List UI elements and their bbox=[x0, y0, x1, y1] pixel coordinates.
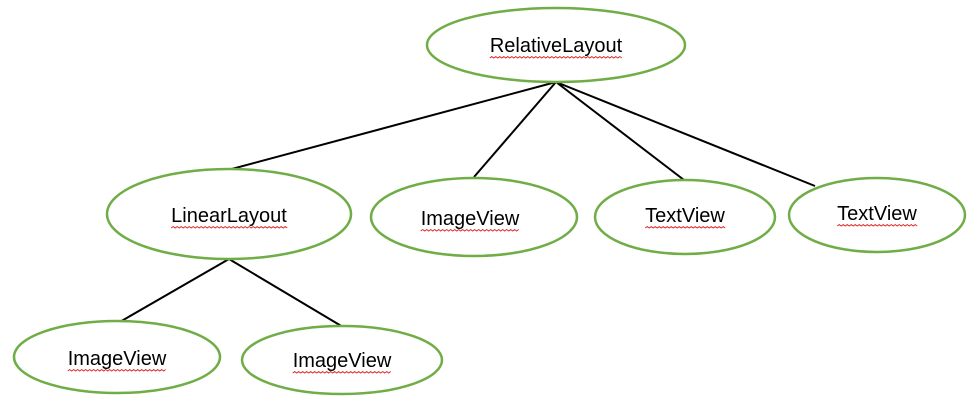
spellcheck-underline bbox=[170, 225, 288, 229]
node-image-view: ImageView bbox=[369, 176, 579, 258]
node-linear-layout: LinearLayout bbox=[105, 167, 353, 261]
node-label: ImageView bbox=[293, 350, 392, 372]
node-label: RelativeLayout bbox=[490, 35, 623, 57]
spellcheck-underline bbox=[420, 228, 519, 232]
spellcheck-underline bbox=[489, 55, 623, 59]
spellcheck-underline bbox=[292, 370, 391, 374]
node-image-view-child-2: ImageView bbox=[240, 324, 444, 396]
node-ellipse bbox=[240, 324, 444, 396]
node-ellipse bbox=[787, 176, 967, 254]
edge-relative-to-linear bbox=[227, 81, 557, 171]
node-image-view-child-1: ImageView bbox=[12, 319, 222, 395]
spellcheck-underline bbox=[836, 223, 918, 227]
node-ellipse bbox=[12, 319, 222, 395]
node-text-view-1: TextView bbox=[593, 178, 777, 256]
spellcheck-underline bbox=[644, 225, 726, 229]
node-ellipse bbox=[105, 167, 353, 261]
node-label: ImageView bbox=[68, 348, 167, 370]
node-text-view-2: TextView bbox=[787, 176, 967, 254]
edges bbox=[117, 81, 816, 328]
node-label: ImageView bbox=[421, 208, 520, 230]
edge-relative-to-textview-2 bbox=[555, 81, 816, 187]
node-ellipse bbox=[425, 6, 687, 84]
node-label: LinearLayout bbox=[171, 205, 287, 227]
node-label: TextView bbox=[837, 203, 917, 225]
node-ellipse bbox=[369, 176, 579, 258]
node-label: TextView bbox=[645, 205, 725, 227]
node-ellipse bbox=[593, 178, 777, 256]
edge-relative-to-textview-1 bbox=[555, 81, 685, 181]
edge-relative-to-imageview bbox=[473, 81, 557, 178]
spellcheck-underline bbox=[67, 368, 166, 372]
edge-linear-to-imageview-2 bbox=[228, 258, 344, 328]
node-relative-layout: RelativeLayout bbox=[425, 6, 687, 84]
edge-linear-to-imageview-1 bbox=[117, 258, 230, 324]
